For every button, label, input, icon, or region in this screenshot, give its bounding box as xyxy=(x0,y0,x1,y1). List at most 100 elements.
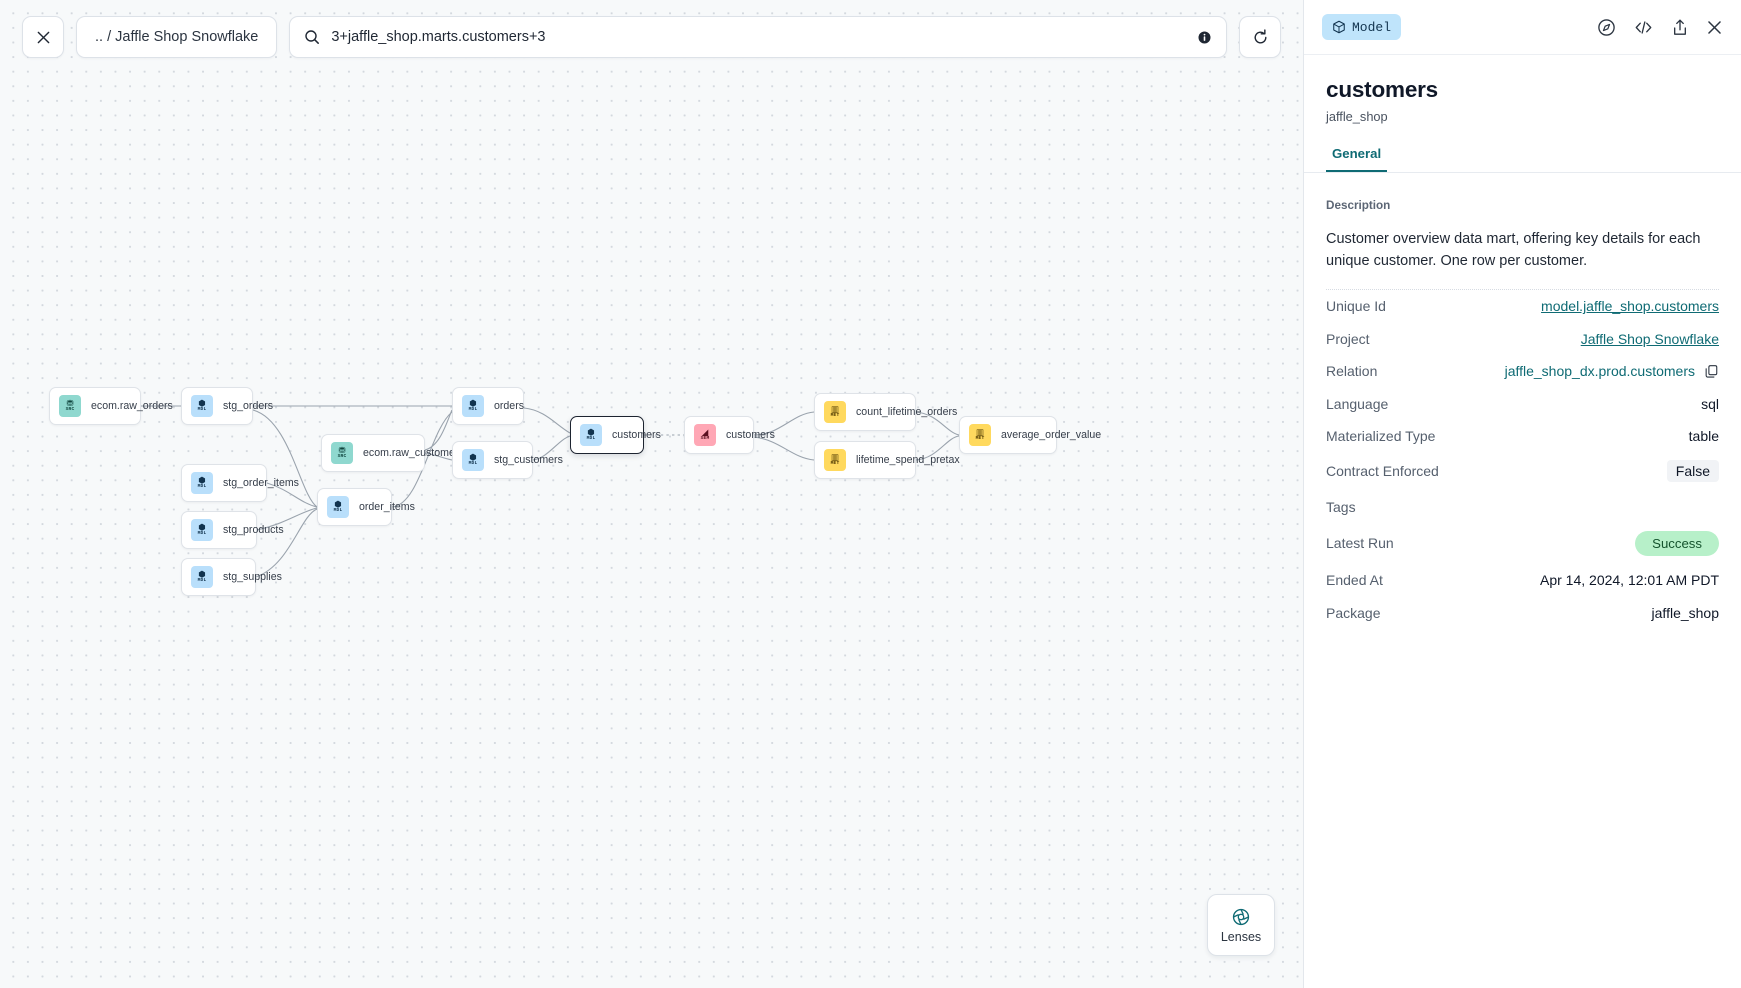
met-badge-icon: ▥MET xyxy=(969,424,991,446)
met-badge-icon: ▥MET xyxy=(824,401,846,423)
share-button[interactable] xyxy=(1671,18,1689,37)
met-badge-icon: ▥MET xyxy=(824,449,846,471)
property-key: Materialized Type xyxy=(1326,428,1436,445)
panel-header-actions xyxy=(1597,18,1723,37)
details-panel: Model xyxy=(1303,0,1741,988)
lineage-node-ecom-raw-orders[interactable]: ⛃SRC ecom.raw_orders xyxy=(49,387,173,425)
property-key: Contract Enforced xyxy=(1326,463,1439,480)
mdl-badge-icon: ⬢MDL xyxy=(580,424,602,446)
lineage-node-customers-mdl[interactable]: ⬢MDL customers xyxy=(570,416,661,454)
mdl-badge-icon: ⬢MDL xyxy=(191,519,213,541)
property-row: Relation jaffle_shop_dx.prod.customers xyxy=(1326,355,1719,388)
mdl-badge-icon: ⬢MDL xyxy=(191,566,213,588)
property-value: False xyxy=(1666,460,1719,483)
resource-type-chip[interactable]: Model xyxy=(1322,14,1402,40)
view-code-button[interactable] xyxy=(1633,18,1654,37)
mdl-badge-icon: ⬢MDL xyxy=(191,472,213,494)
src-badge-icon: ⛃SRC xyxy=(59,395,81,417)
search-box[interactable] xyxy=(289,16,1227,58)
close-icon xyxy=(37,31,49,43)
property-key: Package xyxy=(1326,604,1381,621)
breadcrumb-label: .. / Jaffle Shop Snowflake xyxy=(95,29,259,45)
property-value: sql xyxy=(1701,395,1719,412)
refresh-button[interactable] xyxy=(1239,16,1281,58)
property-key: Unique Id xyxy=(1326,298,1386,315)
property-value-wrap: jaffle_shop xyxy=(1652,605,1719,621)
lineage-node-label: lifetime_spend_pretax xyxy=(856,454,960,466)
lenses-label: Lenses xyxy=(1220,929,1262,944)
lineage-node-label: stg_order_items xyxy=(223,477,299,489)
lineage-node-label: stg_products xyxy=(223,524,284,536)
lineage-node-count-lifetime-orders[interactable]: ▥MET count_lifetime_orders xyxy=(814,393,957,431)
search-icon xyxy=(305,30,320,44)
property-row: Unique Id model.jaffle_shop.customers xyxy=(1326,290,1719,323)
lens-icon xyxy=(1232,908,1250,925)
lenses-button[interactable]: Lenses xyxy=(1207,894,1275,956)
canvas-toolbar: .. / Jaffle Shop Snowflake xyxy=(0,0,1303,74)
panel-body: Description Customer overview data mart,… xyxy=(1304,173,1741,988)
property-value[interactable]: jaffle_shop_dx.prod.customers xyxy=(1504,363,1695,380)
tab-general[interactable]: General xyxy=(1326,146,1388,172)
panel-title-block: customers jaffle_shop xyxy=(1304,55,1741,124)
info-icon[interactable] xyxy=(1197,30,1212,45)
close-lineage-button[interactable] xyxy=(22,16,64,58)
status-badge: Success xyxy=(1635,530,1719,556)
property-value-wrap: Apr 14, 2024, 12:01 AM PDT xyxy=(1540,572,1719,588)
property-value: table xyxy=(1688,428,1719,445)
explore-button[interactable] xyxy=(1597,18,1616,37)
close-icon xyxy=(1708,20,1721,34)
share-icon xyxy=(1674,19,1686,35)
property-key: Latest Run xyxy=(1326,535,1394,552)
lineage-node-label: ecom.raw_customers xyxy=(363,447,464,459)
property-row: Latest Run Success xyxy=(1326,523,1719,564)
property-value: jaffle_shop xyxy=(1651,604,1719,621)
lineage-node-lifetime-spend-pretax[interactable]: ▥MET lifetime_spend_pretax xyxy=(814,441,960,479)
close-panel-button[interactable] xyxy=(1706,19,1723,36)
sem-badge-icon: ◢SEM xyxy=(694,424,716,446)
copy-icon[interactable] xyxy=(1704,364,1719,379)
property-row: Package jaffle_shop xyxy=(1326,596,1719,629)
lineage-node-stg-products[interactable]: ⬢MDL stg_products xyxy=(181,511,284,549)
code-icon xyxy=(1635,20,1652,34)
property-key: Relation xyxy=(1326,363,1378,380)
mdl-badge-icon: ⬢MDL xyxy=(462,449,484,471)
refresh-icon xyxy=(1254,28,1266,43)
panel-header: Model xyxy=(1304,0,1741,55)
page-title: customers xyxy=(1326,77,1438,102)
lineage-node-stg-order-items[interactable]: ⬢MDL stg_order_items xyxy=(181,464,299,502)
lineage-node-label: ecom.raw_orders xyxy=(91,400,173,412)
property-value-wrap: False xyxy=(1666,460,1719,483)
property-key: Tags xyxy=(1326,498,1356,515)
lineage-node-label: customers xyxy=(612,429,661,441)
lineage-node-stg-supplies[interactable]: ⬢MDL stg_supplies xyxy=(181,558,282,596)
property-row: Materialized Type table xyxy=(1326,420,1719,453)
property-value-wrap: sql xyxy=(1701,396,1719,412)
property-row: Tags xyxy=(1326,490,1719,523)
mdl-badge-icon: ⬢MDL xyxy=(462,395,484,417)
breadcrumb[interactable]: .. / Jaffle Shop Snowflake xyxy=(76,16,278,58)
description-label: Description xyxy=(1326,199,1391,212)
lineage-node-label: order_items xyxy=(359,501,415,513)
description-text: Customer overview data mart, offering ke… xyxy=(1326,228,1719,290)
lineage-node-label: count_lifetime_orders xyxy=(856,406,958,418)
search-input[interactable] xyxy=(331,29,1186,45)
property-value[interactable]: model.jaffle_shop.customers xyxy=(1541,298,1719,315)
resource-type-label: Model xyxy=(1352,19,1392,35)
cube-icon xyxy=(1333,20,1345,34)
property-value[interactable]: Jaffle Shop Snowflake xyxy=(1580,330,1719,347)
lineage-node-label: stg_supplies xyxy=(223,571,282,583)
